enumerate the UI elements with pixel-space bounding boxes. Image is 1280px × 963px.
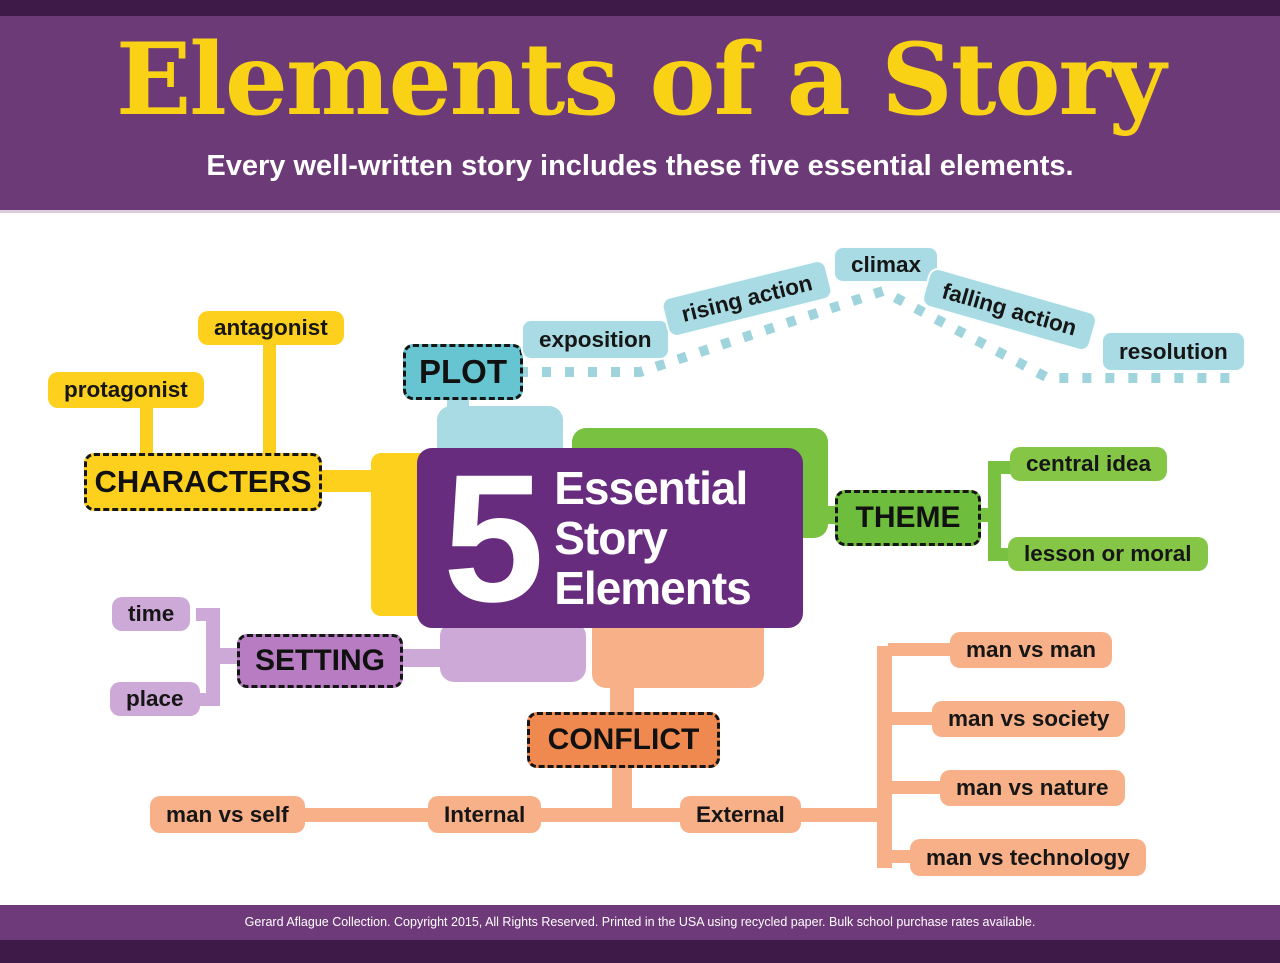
character-type-protagonist: protagonist bbox=[48, 372, 204, 408]
theme-aspect-central-idea: central idea bbox=[1010, 447, 1168, 481]
connector-man-vs-nature bbox=[888, 781, 944, 794]
connector-man-vs-man bbox=[888, 643, 954, 656]
plot-arc-dashed-path bbox=[519, 285, 1243, 383]
center-node: 5 Essential Story Elements bbox=[417, 436, 803, 640]
plot-stage-exposition: exposition bbox=[521, 319, 670, 360]
setting-aspect-time: time bbox=[112, 597, 191, 631]
conflict-type-man-vs-man: man vs man bbox=[950, 632, 1113, 668]
conflict-type-man-vs-self: man vs self bbox=[150, 796, 305, 833]
connector-conflict-stem-top bbox=[610, 685, 634, 713]
theme-node: THEME bbox=[835, 490, 981, 546]
connector-conflict-stem-bottom bbox=[612, 760, 632, 816]
header-band: Elements of a Story Every well-written s… bbox=[0, 0, 1280, 213]
connector-man-vs-society bbox=[888, 712, 936, 725]
connector-man-vs-technology bbox=[888, 850, 914, 863]
connector-theme-brace bbox=[988, 461, 1001, 561]
connector-setting-mid bbox=[216, 648, 240, 664]
poster-subtitle: Every well-written story includes these … bbox=[206, 150, 1074, 182]
center-label: Essential Story Elements bbox=[554, 462, 752, 614]
setting-node: SETTING bbox=[237, 634, 403, 688]
plot-stage-resolution: resolution bbox=[1101, 331, 1246, 372]
characters-node: CHARACTERS bbox=[84, 453, 322, 511]
setting-tab bbox=[440, 622, 586, 682]
conflict-category-internal: Internal bbox=[428, 796, 542, 833]
character-type-antagonist: antagonist bbox=[198, 311, 344, 345]
header-top-strip bbox=[0, 0, 1280, 16]
connector-external-brace bbox=[877, 646, 892, 868]
connector-characters-arm bbox=[314, 470, 374, 492]
conflict-category-external: External bbox=[680, 796, 801, 833]
conflict-type-man-vs-nature: man vs nature bbox=[940, 770, 1125, 806]
conflict-type-man-vs-society: man vs society bbox=[932, 701, 1126, 737]
plot-node: PLOT bbox=[403, 344, 523, 400]
center-label-line2: Story bbox=[554, 512, 668, 564]
connector-central-idea bbox=[996, 461, 1014, 474]
theme-aspect-lesson-or-moral: lesson or moral bbox=[1008, 537, 1208, 571]
conflict-type-man-vs-technology: man vs technology bbox=[910, 839, 1146, 876]
connector-setting-brace bbox=[206, 608, 220, 706]
poster-title: Elements of a Story bbox=[115, 22, 1166, 138]
plot-stage-climax: climax bbox=[833, 246, 940, 283]
center-number: 5 bbox=[443, 436, 544, 640]
footer-credit: Gerard Aflague Collection. Copyright 201… bbox=[0, 905, 1280, 940]
connector-protagonist bbox=[140, 404, 153, 456]
center-label-line1: Essential bbox=[554, 462, 748, 514]
connector-antagonist bbox=[263, 342, 276, 456]
connector-setting-arm bbox=[395, 649, 443, 667]
setting-aspect-place: place bbox=[110, 682, 200, 716]
footer-bottom-strip bbox=[0, 940, 1280, 963]
center-label-line3: Elements bbox=[554, 562, 752, 614]
conflict-node: CONFLICT bbox=[527, 712, 720, 768]
